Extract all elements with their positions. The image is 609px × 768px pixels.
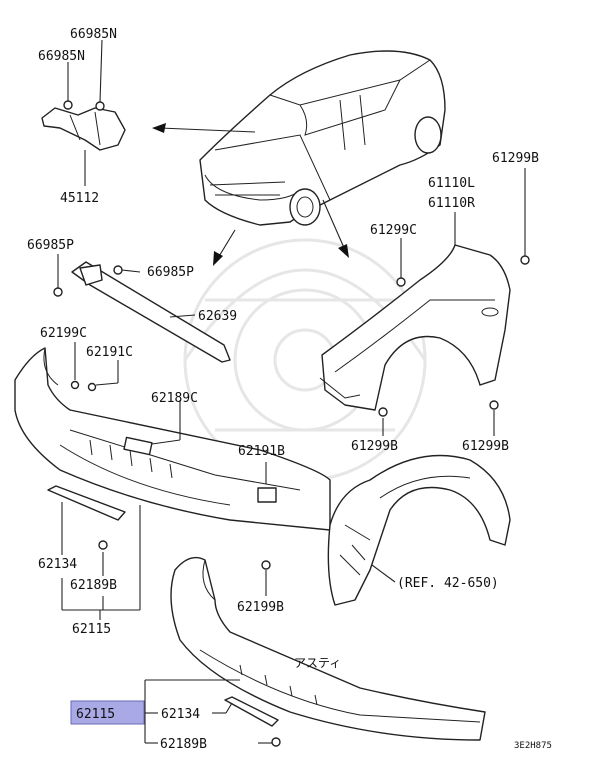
label-62189B-a: 62189B bbox=[70, 578, 117, 593]
label-61299B-bottom-left: 61299B bbox=[351, 439, 398, 454]
inner-splash-shield bbox=[327, 454, 511, 606]
label-61299B-top: 61299B bbox=[492, 151, 539, 166]
front-bumper-upper bbox=[14, 342, 331, 531]
label-61299B-bottom-right: 61299B bbox=[462, 439, 509, 454]
label-ref-42-650: (REF. 42-650) bbox=[397, 576, 499, 591]
label-62115-a: 62115 bbox=[72, 622, 111, 637]
label-62115-highlighted[interactable]: 62115 bbox=[76, 707, 115, 722]
bracket-45112 bbox=[41, 39, 126, 186]
label-62189B-b: 62189B bbox=[160, 737, 207, 752]
car-illustration bbox=[199, 50, 446, 226]
label-62189C: 62189C bbox=[151, 391, 198, 406]
fender-61110 bbox=[319, 168, 530, 436]
label-66985N-mid: 66985N bbox=[38, 49, 85, 64]
bar-62639 bbox=[53, 254, 231, 363]
pointer-arrows bbox=[152, 123, 349, 266]
plate-62134-upper bbox=[47, 462, 277, 620]
label-66985P-left: 66985P bbox=[27, 238, 74, 253]
label-62199C: 62199C bbox=[40, 326, 87, 341]
label-66985P-right: 66985P bbox=[147, 265, 194, 280]
label-45112: 45112 bbox=[60, 191, 99, 206]
label-62134-b: 62134 bbox=[161, 707, 200, 722]
label-66985N-top: 66985N bbox=[70, 27, 117, 42]
label-62639: 62639 bbox=[198, 309, 237, 324]
label-62191B: 62191B bbox=[238, 444, 285, 459]
label-61110R: 61110R bbox=[428, 196, 475, 211]
label-61299C: 61299C bbox=[370, 223, 417, 238]
label-62199B: 62199B bbox=[237, 600, 284, 615]
highlight-box-62115 bbox=[70, 700, 145, 725]
front-bumper-lower bbox=[144, 556, 486, 747]
label-aste: アスティ bbox=[294, 656, 341, 670]
label-62191C: 62191C bbox=[86, 345, 133, 360]
label-62134-a: 62134 bbox=[38, 557, 77, 572]
diagram-code: 3E2H875 bbox=[514, 741, 552, 751]
label-61110L: 61110L bbox=[428, 176, 475, 191]
